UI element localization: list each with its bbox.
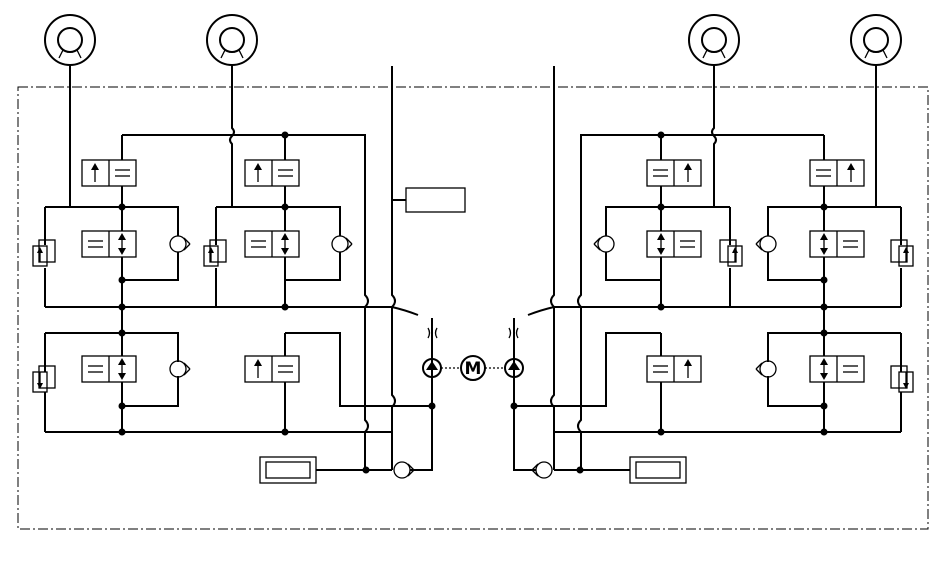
- relief-valve-icon: [890, 365, 914, 393]
- valve-icon: [81, 355, 137, 383]
- check-valve-icon: [169, 360, 191, 378]
- valve-icon: [809, 159, 865, 187]
- check-valve-icon: [755, 235, 777, 253]
- check-valve-icon: [331, 235, 353, 253]
- orifice-icon: [508, 327, 519, 339]
- valve-icon: [81, 230, 137, 258]
- check-valve-icon: [755, 360, 777, 378]
- motor-icon: M: [441, 355, 505, 381]
- valve-icon: [646, 230, 702, 258]
- check-valve-icon: [169, 235, 191, 253]
- check-valve-icon: [593, 235, 615, 253]
- valve-icon: [809, 355, 865, 383]
- valve-icon: [809, 230, 865, 258]
- wheel-front-right: [850, 14, 902, 66]
- controller-box: [405, 187, 466, 213]
- valve-icon: [646, 159, 702, 187]
- valve-icon: [244, 355, 300, 383]
- valve-icon: [244, 230, 300, 258]
- valve-icon: [244, 159, 300, 187]
- relief-valve-icon: [32, 365, 56, 393]
- reservoir-icon: [259, 456, 317, 484]
- left-circuit: [32, 14, 466, 484]
- right-circuit: [504, 14, 914, 484]
- valve-icon: [81, 159, 137, 187]
- reservoir-icon: [629, 456, 687, 484]
- motor-label: M: [465, 359, 482, 379]
- system-boundary: [17, 86, 929, 530]
- wheel-rear-right: [688, 14, 740, 66]
- orifice-icon: [427, 327, 438, 339]
- valve-icon: [646, 355, 702, 383]
- wheel-rear-left: [206, 14, 258, 66]
- wheel-front-left: [44, 14, 96, 66]
